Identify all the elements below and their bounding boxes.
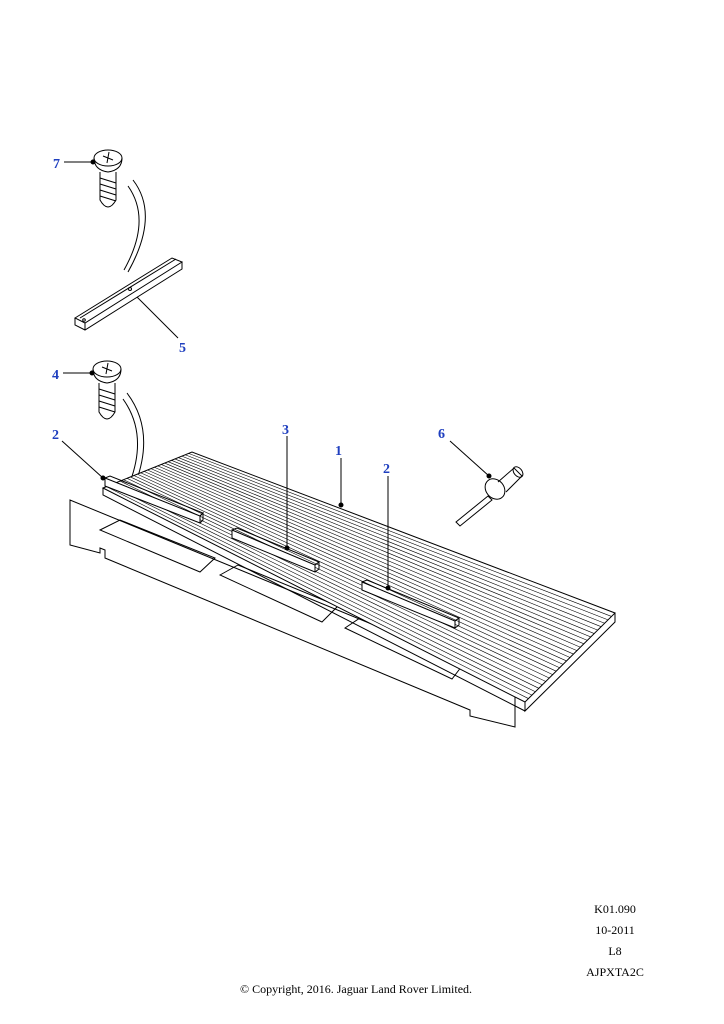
arrow-4-to-2-inner xyxy=(122,398,139,483)
floor-rib xyxy=(171,460,595,634)
floor-rib xyxy=(167,461,591,638)
callout-4: 4 xyxy=(52,368,59,383)
floor-rib xyxy=(109,484,533,696)
floor-rib xyxy=(137,473,560,669)
rivet-6-icon xyxy=(455,466,524,527)
floor-rib xyxy=(185,454,609,621)
leader-2-left xyxy=(61,440,104,479)
floor-rib xyxy=(154,466,578,651)
rail-3-icon xyxy=(231,527,321,573)
leader-5 xyxy=(136,296,179,339)
rail-2-right-icon xyxy=(361,579,461,629)
floor-rib xyxy=(161,464,584,645)
illustration-code: AJPXTA2C xyxy=(586,965,644,979)
floor-rib xyxy=(178,457,602,627)
bracket-5-icon xyxy=(73,257,184,331)
floor-rib xyxy=(133,475,557,672)
callout-2-right: 2 xyxy=(383,462,390,477)
floor-rib xyxy=(174,458,598,631)
callout-5: 5 xyxy=(179,341,186,356)
floor-board-1-icon xyxy=(101,451,616,713)
floor-rib xyxy=(130,476,553,675)
drawing-code: K01.090 xyxy=(594,902,636,916)
callout-2-left: 2 xyxy=(52,428,59,443)
copyright-notice: © Copyright, 2016. Jaguar Land Rover Lim… xyxy=(239,982,473,996)
arrow-7-to-5-inner xyxy=(123,185,140,271)
drawing-date: 10-2011 xyxy=(595,923,635,937)
model-variant: L8 xyxy=(608,944,622,958)
floor-rib xyxy=(188,453,612,617)
arrow-7-to-5 xyxy=(127,179,146,273)
callout-3: 3 xyxy=(282,423,289,438)
rail-2-left-icon xyxy=(104,475,204,524)
callout-6: 6 xyxy=(438,427,445,442)
arrow-4-to-2 xyxy=(126,392,145,483)
floor-rib xyxy=(126,478,550,679)
screw-7-icon xyxy=(93,149,123,208)
floor-rib xyxy=(150,468,574,655)
callout-1: 1 xyxy=(335,444,342,459)
callout-7: 7 xyxy=(53,157,60,172)
floor-rib xyxy=(181,455,605,624)
floor-rib xyxy=(140,472,564,665)
leader-6 xyxy=(449,440,490,477)
floor-rib xyxy=(106,486,529,699)
floor-rib xyxy=(164,462,588,641)
floor-rib xyxy=(147,469,571,658)
floor-rib xyxy=(113,483,536,692)
floor-rib xyxy=(143,471,567,662)
floor-rib xyxy=(157,465,581,648)
screw-4-icon xyxy=(92,360,122,420)
